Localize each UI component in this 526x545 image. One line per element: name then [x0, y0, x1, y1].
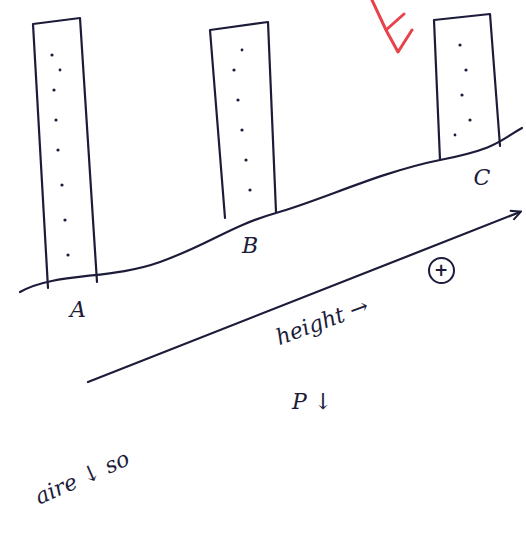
point-label: A — [70, 298, 86, 322]
note-text: P ↓ — [292, 390, 332, 414]
circled-sign: + — [428, 257, 455, 284]
point-label: B — [242, 234, 258, 258]
point-label: C — [474, 166, 491, 190]
tube-a — [33, 18, 97, 288]
height-axis — [88, 212, 520, 382]
tube-b — [210, 22, 276, 218]
ground-line — [20, 128, 522, 292]
liquid-dots — [50, 43, 471, 256]
note-text: aire ↓ so — [31, 446, 133, 509]
sign-text: + — [434, 262, 448, 279]
tube-c — [434, 14, 500, 160]
watermark-stroke — [372, 0, 412, 52]
